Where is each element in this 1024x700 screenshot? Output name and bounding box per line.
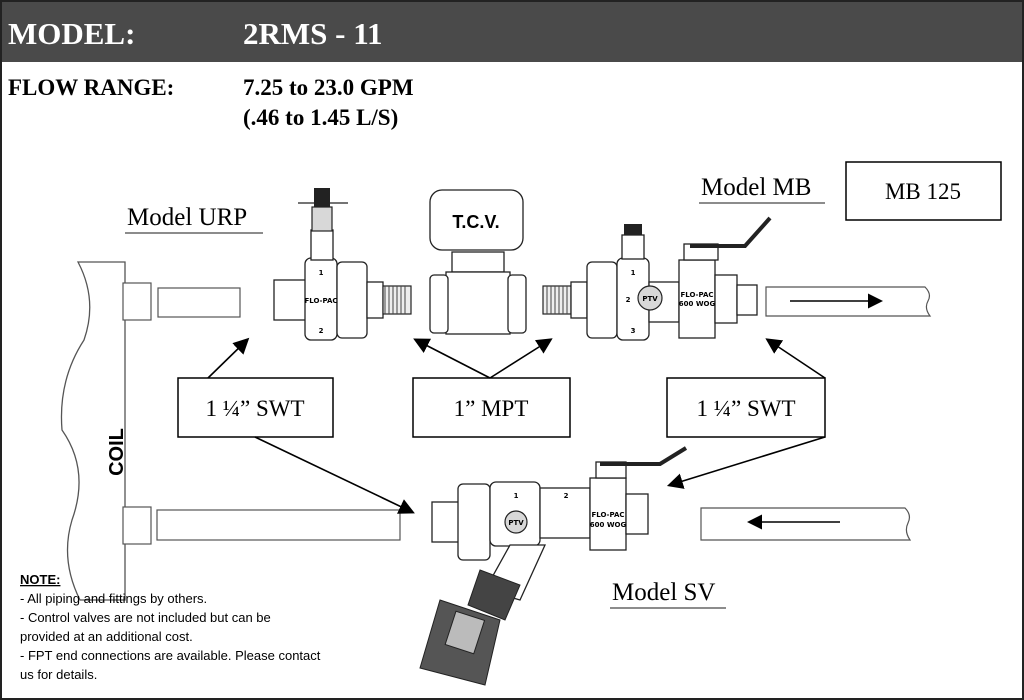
note-line: provided at an additional cost. — [20, 629, 193, 644]
flow-range-gpm: 7.25 to 23.0 GPM — [243, 75, 414, 100]
arrow-icon — [413, 338, 491, 379]
svg-text:600 WOG: 600 WOG — [590, 521, 627, 529]
svg-text:2: 2 — [626, 296, 631, 304]
svg-text:1: 1 — [631, 269, 636, 277]
return-inlet-pipe — [700, 507, 912, 541]
model-value: 2RMS - 11 — [243, 16, 383, 51]
note-line: - FPT end connections are available. Ple… — [20, 648, 321, 663]
svg-text:2: 2 — [564, 492, 569, 500]
svg-text:FLO-PAC: FLO-PAC — [304, 297, 337, 305]
model-mb-label: Model MB — [701, 174, 811, 201]
svg-text:3: 3 — [631, 327, 636, 335]
supply-pipe-stub — [157, 287, 241, 318]
arrow-icon — [765, 338, 826, 379]
flow-range-label: FLOW RANGE: — [8, 75, 174, 100]
leader-arrows — [207, 337, 826, 514]
arrow-icon — [489, 338, 553, 379]
urp-valve: 1 FLO-PAC 2 — [273, 188, 412, 341]
arrow-icon — [254, 436, 415, 514]
tcv-label: T.C.V. — [452, 212, 499, 232]
mb-part-box — [845, 161, 1002, 221]
return-pipe — [156, 509, 401, 541]
svg-text:FLO-PAC: FLO-PAC — [680, 291, 713, 299]
svg-text:600 WOG: 600 WOG — [679, 300, 716, 308]
tcv-valve: T.C.V. — [429, 189, 527, 335]
flow-range-lps: (.46 to 1.45 L/S) — [243, 105, 398, 130]
note-line: - All piping and fittings by others. — [20, 591, 207, 606]
svg-text:2: 2 — [319, 327, 324, 335]
callout-box-mpt — [412, 377, 571, 438]
callout-box-swt-left — [177, 377, 334, 438]
model-label: MODEL: — [8, 16, 135, 51]
mb-part-number: MB 125 — [885, 179, 961, 204]
svg-text:FLO-PAC: FLO-PAC — [591, 511, 624, 519]
svg-text:1: 1 — [514, 492, 519, 500]
arrow-icon — [666, 436, 826, 489]
coil: COIL — [60, 261, 152, 601]
note-line: - Control valves are not included but ca… — [20, 610, 271, 625]
coil-label: COIL — [106, 428, 128, 476]
svg-text:1: 1 — [319, 269, 324, 277]
svg-text:PTV: PTV — [642, 295, 658, 303]
model-sv-label: Model SV — [612, 579, 715, 606]
note-line: us for details. — [20, 667, 97, 682]
note: NOTE: - All piping and fittings by other… — [20, 572, 321, 682]
mb-valve: PTV 1 2 3 FLO-PAC 600 WOG — [542, 216, 772, 341]
supply-outlet-pipe — [765, 286, 932, 317]
model-urp-label: Model URP — [127, 204, 247, 231]
callout-swt-right: 1 ¼” SWT — [696, 396, 795, 421]
svg-text:PTV: PTV — [508, 519, 524, 527]
callout-box-swt-right — [666, 377, 826, 438]
note-title: NOTE: — [20, 572, 60, 587]
arrow-icon — [207, 337, 250, 379]
header-bar — [2, 2, 1022, 62]
callout-mpt: 1” MPT — [454, 396, 529, 421]
callout-swt-left: 1 ¼” SWT — [205, 396, 304, 421]
sv-valve: PTV 1 2 FLO-PAC 600 WOG — [419, 446, 688, 686]
